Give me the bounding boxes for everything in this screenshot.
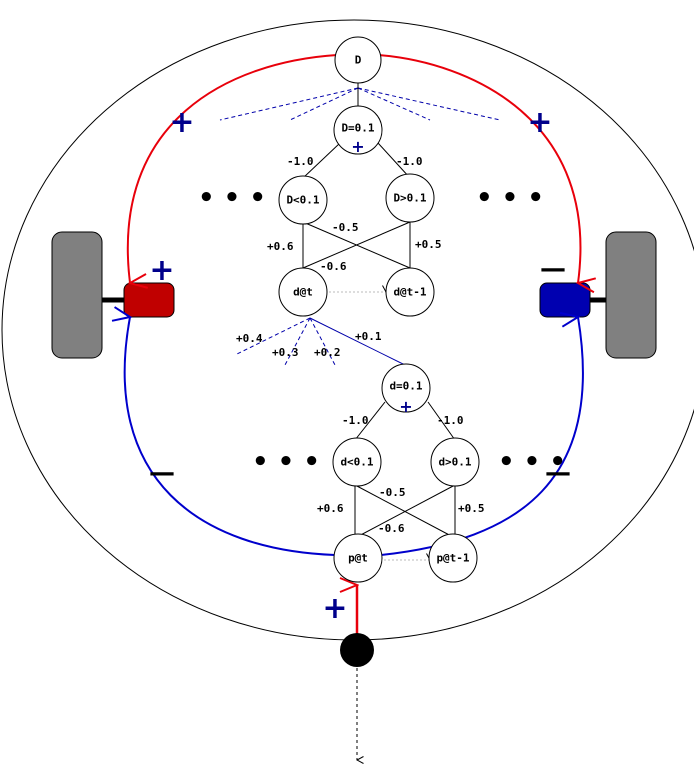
ellipsis-lower-right: • • • (498, 447, 566, 477)
node-d-lt: d<0.1 (332, 437, 382, 487)
weight-top-right: -1.0 (396, 155, 423, 168)
node-d-at-t-label: d@t (293, 286, 313, 299)
weight-low-right: -1.0 (437, 414, 464, 427)
left-wheel (51, 231, 103, 359)
plus-sensor: + (322, 591, 347, 626)
upper-network-links (302, 142, 411, 269)
minus-right-motor: — (540, 254, 566, 284)
node-p-at-t1-label: p@t-1 (436, 552, 469, 565)
arc-D-to-left-motor (126, 54, 338, 283)
node-d-gt: d>0.1 (430, 437, 480, 487)
ellipsis-upper-right: • • • (476, 183, 544, 213)
ellipsis-lower-left: • • • (252, 447, 320, 477)
weight-fan-b: +0.3 (272, 346, 299, 359)
weight-top-left-down: +0.6 (267, 240, 294, 253)
weight-low-left-down: +0.6 (317, 502, 344, 515)
lower-fan (234, 317, 406, 366)
node-p-at-t-label: p@t (348, 552, 368, 565)
D-eq-plus: + (351, 137, 364, 156)
sensor (340, 633, 374, 667)
right-wheel (605, 231, 657, 359)
node-D-gt-label: D>0.1 (393, 192, 426, 205)
top-fan (219, 87, 501, 121)
weight-low-cross: -0.5 (379, 486, 406, 499)
left-motor (123, 282, 175, 318)
weight-top-cross2: -0.6 (320, 260, 347, 273)
node-D: D (334, 36, 382, 84)
node-D-lt: D<0.1 (278, 175, 328, 225)
weight-low-right-down: +0.5 (458, 502, 485, 515)
node-D-eq-label: D=0.1 (341, 122, 374, 135)
arc-D-to-right-motor (377, 54, 580, 283)
weight-low-left: -1.0 (342, 414, 369, 427)
node-d-eq-label: d=0.1 (389, 380, 422, 393)
plus-left-motor: + (149, 253, 174, 288)
minus-lower-left: — (149, 458, 175, 488)
node-d-eq: d=0.1 (381, 363, 431, 413)
lower-network-links (354, 401, 456, 539)
minus-lower-right: — (545, 458, 571, 488)
node-d-gt-label: d>0.1 (438, 456, 471, 469)
weight-fan-c: +0.2 (314, 346, 341, 359)
weight-top-left: -1.0 (287, 155, 314, 168)
d-eq-plus: + (399, 397, 412, 416)
node-D-gt: D>0.1 (385, 173, 435, 223)
right-motor (539, 282, 591, 318)
node-d-at-t: d@t (278, 267, 328, 317)
node-d-at-t1: d@t-1 (385, 267, 435, 317)
weight-low-cross2: -0.6 (378, 522, 405, 535)
ellipsis-upper-left: • • • (198, 183, 266, 213)
weight-fan-d: +0.1 (355, 330, 382, 343)
node-D-lt-label: D<0.1 (286, 194, 319, 207)
arc-p-to-right-motor (380, 317, 584, 556)
plus-upper-right: + (527, 105, 552, 140)
node-p-at-t: p@t (333, 533, 383, 583)
plus-upper-left: + (169, 105, 194, 140)
arc-p-to-left-motor (125, 317, 336, 556)
node-D-eq: D=0.1 (333, 105, 383, 155)
node-d-lt-label: d<0.1 (340, 456, 373, 469)
node-d-at-t1-label: d@t-1 (393, 286, 426, 299)
node-p-at-t1: p@t-1 (428, 533, 478, 583)
weight-top-right-down: +0.5 (415, 238, 442, 251)
node-D-label: D (355, 54, 362, 67)
weight-fan-a: +0.4 (236, 332, 263, 345)
weight-top-cross: -0.5 (332, 221, 359, 234)
